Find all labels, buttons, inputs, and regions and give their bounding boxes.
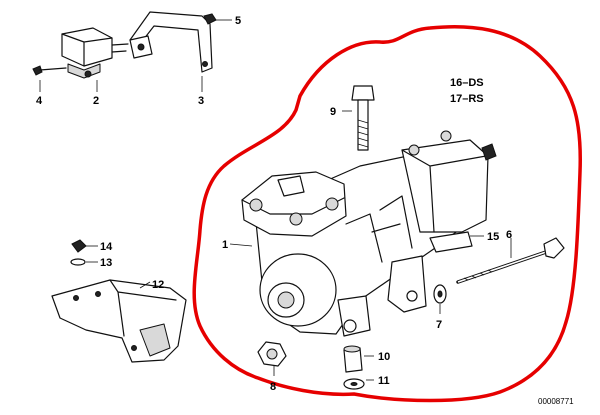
- label-part-12: 12: [152, 279, 164, 291]
- label-part-2: 2: [93, 95, 99, 107]
- washer-part-11: [343, 378, 374, 390]
- red-highlight-outline: [192, 24, 583, 403]
- label-ds: 16–DS: [450, 77, 484, 89]
- bolt-part-4: [32, 65, 67, 92]
- mount-bracket-part-12: [51, 279, 187, 363]
- nut-part-5: [203, 13, 232, 25]
- label-part-10: 10: [378, 351, 390, 363]
- diagram-code: 00008771: [538, 397, 574, 406]
- label-part-13: 13: [100, 257, 112, 269]
- bushing-part-10: [343, 345, 374, 373]
- nut-washer-parts-13-14: [70, 239, 98, 266]
- washer-part-7: [433, 284, 447, 314]
- bracket-part-3: [129, 11, 213, 92]
- steering-gear-part-1: [229, 130, 497, 337]
- label-part-4: 4: [36, 95, 43, 107]
- label-part-6: 6: [506, 229, 512, 241]
- label-part-14: 14: [100, 241, 113, 253]
- label-part-9: 9: [330, 106, 336, 118]
- nut-part-8: [257, 341, 287, 376]
- label-part-15: 15: [487, 231, 499, 243]
- label-part-11: 11: [378, 375, 390, 387]
- label-part-5: 5: [235, 15, 241, 27]
- relay-box-part: [61, 27, 129, 92]
- label-rs: 17–RS: [450, 93, 484, 105]
- label-part-8: 8: [270, 381, 276, 393]
- label-part-3: 3: [198, 95, 204, 107]
- label-part-7: 7: [436, 319, 442, 331]
- label-part-1: 1: [222, 239, 228, 251]
- through-bolt-part-6: [456, 237, 565, 284]
- bolt-part-9: [342, 85, 375, 151]
